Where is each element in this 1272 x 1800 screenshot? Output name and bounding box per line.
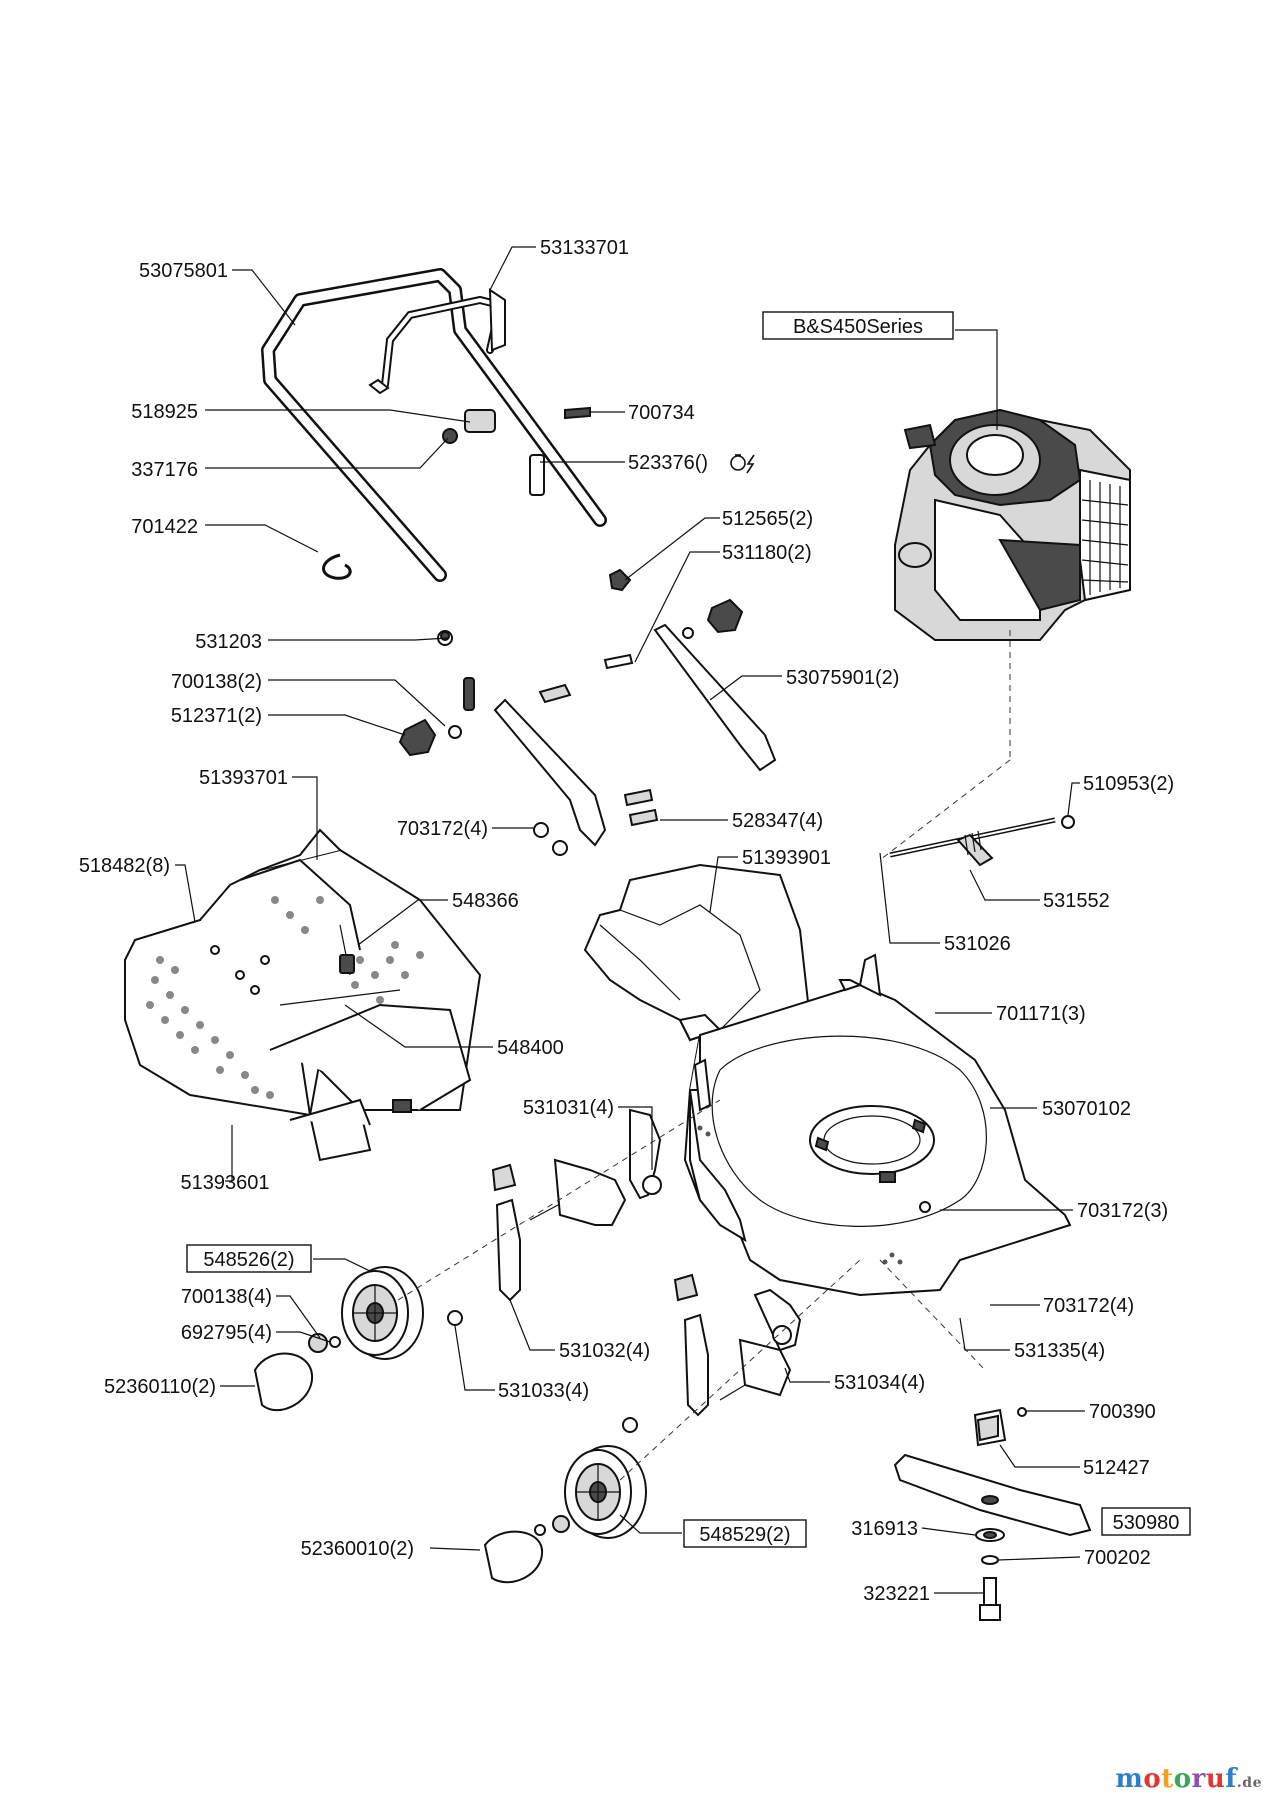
engine-label-box (762, 311, 954, 340)
label-531335: 531335(4) (1014, 1340, 1105, 1362)
label-703172-4a: 703172(4) (397, 818, 488, 840)
label-52360110: 52360110(2) (104, 1376, 216, 1398)
deflector-drawing (583, 863, 812, 1042)
label-530980: 530980 (1113, 1512, 1180, 1534)
label-53133701: 53133701 (540, 237, 629, 259)
deck-drawing (683, 953, 1072, 1297)
label-531032: 531032(4) (559, 1340, 650, 1362)
callout-labels: 53075801 53133701 B&S450Series 518925 70… (79, 237, 1191, 1605)
callout-leaders (175, 246, 1085, 1594)
lower-handle-drawing (398, 568, 777, 856)
label-548366: 548366 (452, 890, 519, 912)
label-548529: 548529(2) (699, 1524, 790, 1546)
label-51393601: 51393601 (181, 1172, 270, 1194)
label-548526-box (186, 1244, 312, 1273)
label-701422: 701422 (131, 516, 198, 538)
label-53075901: 53075901(2) (786, 667, 899, 689)
label-engine-series: B&S450Series (793, 316, 923, 338)
label-531180: 531180(2) (722, 542, 812, 564)
watermark-tld: .de (1236, 1775, 1262, 1791)
label-700734: 700734 (628, 402, 695, 424)
label-701171: 701171(3) (996, 1003, 1086, 1025)
label-518925: 518925 (131, 401, 198, 423)
label-530980-box (1101, 1507, 1191, 1536)
label-531552: 531552 (1043, 890, 1110, 912)
starter-safety-icon (730, 454, 755, 474)
label-518482: 518482(8) (79, 855, 170, 877)
label-531026: 531026 (944, 933, 1011, 955)
label-510953: 510953(2) (1083, 773, 1174, 795)
label-703172-3: 703172(3) (1077, 1200, 1168, 1222)
label-51393901: 51393901 (742, 847, 831, 869)
grass-bag-drawing (124, 828, 482, 1162)
label-323221: 323221 (863, 1583, 930, 1605)
label-700138-2: 700138(2) (171, 671, 262, 693)
label-700138-4: 700138(4) (181, 1286, 272, 1308)
label-531033: 531033(4) (498, 1380, 589, 1402)
clip-701422-drawing (322, 553, 352, 580)
label-337176: 337176 (131, 459, 198, 481)
label-531034: 531034(4) (834, 1372, 925, 1394)
label-512371: 512371(2) (171, 705, 262, 727)
rear-wheel-drawing (253, 1266, 424, 1412)
watermark-logo: motorufmotoruf.de (1115, 1764, 1262, 1794)
handle-drawing (261, 268, 607, 582)
label-531203: 531203 (195, 631, 262, 653)
label-523376: 523376() (628, 452, 708, 474)
front-wheel-drawing (483, 1445, 647, 1584)
label-548526: 548526(2) (203, 1249, 294, 1271)
label-548529-box (683, 1519, 807, 1548)
label-700390: 700390 (1089, 1401, 1156, 1423)
axle-drawing (889, 815, 1075, 867)
label-531031: 531031(4) (523, 1097, 614, 1119)
label-51393701: 51393701 (199, 767, 288, 789)
label-700202: 700202 (1084, 1547, 1151, 1569)
label-512427: 512427 (1083, 1457, 1150, 1479)
label-528347: 528347(4) (732, 810, 823, 832)
label-692795: 692795(4) (181, 1322, 272, 1344)
label-703172-4b: 703172(4) (1043, 1295, 1134, 1317)
label-548400: 548400 (497, 1037, 564, 1059)
label-53075801: 53075801 (139, 260, 228, 282)
label-512565: 512565(2) (722, 508, 813, 530)
label-52360010: 52360010(2) (301, 1538, 414, 1560)
height-adjusters-drawing (447, 1108, 802, 1433)
label-316913: 316913 (851, 1518, 918, 1540)
engine-drawing (894, 408, 1131, 641)
label-53070102: 53070102 (1042, 1098, 1131, 1120)
